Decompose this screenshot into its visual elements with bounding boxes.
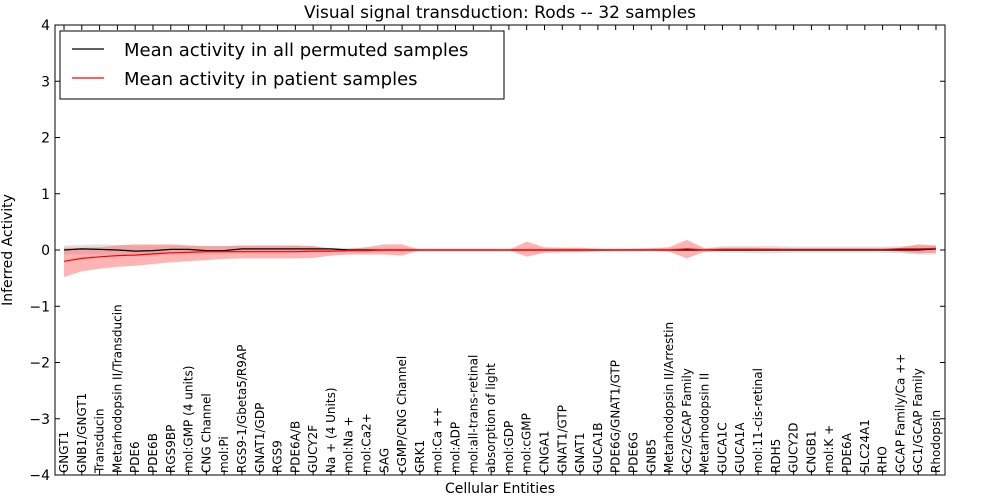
legend-box <box>59 30 505 100</box>
x-tick-label: mol:GMP (4 units) <box>182 366 196 473</box>
x-tick-label: mol:cGMP <box>520 413 534 473</box>
x-tick-label: mol:Pi <box>217 436 231 473</box>
y-tick-label: −2 <box>29 356 50 372</box>
x-tick-label: Rhodopsin <box>929 410 943 473</box>
x-tick-label: mol:ADP <box>449 422 463 473</box>
x-tick-label: PDE6G/GNAT1/GTP <box>609 360 623 473</box>
x-tick-label: mol:Ca ++ <box>431 407 445 473</box>
x-tick-label: SAG <box>377 448 391 473</box>
x-tick-label: RGS9 <box>271 440 285 473</box>
x-tick-label: GNAT1/GDP <box>253 403 267 473</box>
x-tick-label: GRK1 <box>413 440 427 473</box>
x-tick-label: mol:Na + <box>342 416 356 473</box>
legend-label-permuted: Mean activity in all permuted samples <box>124 40 468 61</box>
x-tick-label: absorption of light <box>484 363 498 473</box>
x-tick-label: GNGT1 <box>57 431 71 473</box>
x-tick-label: PDE6A/B <box>288 421 302 473</box>
x-tick-label: Metarhodopsin II <box>698 373 712 473</box>
legend-label-patient: Mean activity in patient samples <box>124 69 418 90</box>
y-tick-label: 2 <box>41 131 50 147</box>
x-tick-label: GNAT1/GTP <box>555 405 569 473</box>
y-tick-label: 1 <box>41 187 50 203</box>
x-tick-label: Na + (4 Units) <box>324 387 338 473</box>
x-tick-label: mol:GDP <box>502 421 516 473</box>
x-axis-label: Cellular Entities <box>445 481 555 497</box>
chart-title: Visual signal transduction: Rods -- 32 s… <box>304 3 696 23</box>
x-tick-label: GNAT1 <box>573 432 587 473</box>
x-tick-label: PDE6 <box>128 441 142 473</box>
x-tick-label: CNGA1 <box>538 431 552 474</box>
x-tick-label: GNB5 <box>644 439 658 473</box>
x-tick-label: mol:all-trans-retinal <box>466 355 480 473</box>
x-tick-label: Metarhodopsin II/Transducin <box>110 304 124 473</box>
x-tick-label: cGMP/CNG Channel <box>395 356 409 473</box>
y-axis-label: Inferred Activity <box>0 194 16 306</box>
y-axis: −4 −3 −2 −1 0 1 2 3 4 <box>29 18 945 484</box>
x-tick-label: RDH5 <box>769 439 783 473</box>
x-tick-label: PDE6B <box>146 433 160 473</box>
x-tick-label: mol:11-cis-retinal <box>751 368 765 473</box>
x-tick-label: mol:Ca2+ <box>360 413 374 473</box>
series-lines <box>63 247 937 262</box>
x-tick-label: RGS9BP <box>164 425 178 473</box>
y-tick-label: −1 <box>29 299 50 315</box>
x-tick-label: SLC24A1 <box>858 419 872 473</box>
x-tick-label: GUCY2D <box>787 423 801 473</box>
series-line-1 <box>63 247 937 262</box>
x-tick-label: PDE6A <box>840 432 854 473</box>
y-tick-label: −4 <box>29 468 50 484</box>
x-tick-label: GUCA1A <box>733 422 747 473</box>
legend: Mean activity in all permuted samples Me… <box>59 30 505 100</box>
y-tick-label: 0 <box>41 243 50 259</box>
x-tick-label: GUCY2F <box>306 425 320 473</box>
x-tick-label: GCAP Family/Ca ++ <box>893 354 907 473</box>
x-tick-label: Metarhodopsin II/Arrestin <box>662 322 676 473</box>
x-tick-label: GC1/GCAP Family <box>911 368 925 473</box>
x-tick-label: GUCA1B <box>591 422 605 473</box>
confidence-bands <box>64 239 936 277</box>
x-tick-label: CNGB1 <box>804 430 818 473</box>
x-tick-label: GUCA1C <box>715 422 729 473</box>
x-tick-label: Transducin <box>93 409 107 474</box>
y-tick-label: 3 <box>41 74 50 90</box>
series-band-1 <box>64 239 936 277</box>
y-tick-label: 4 <box>41 18 50 34</box>
x-tick-label: GNB1/GNGT1 <box>75 393 89 473</box>
x-tick-label: GC2/GCAP Family <box>680 368 694 473</box>
x-tick-label: RHO <box>876 446 890 473</box>
x-tick-label: PDE6G <box>627 432 641 473</box>
x-tick-label: mol:K + <box>822 425 836 473</box>
x-tick-label: RGS9-1/Gbeta5/R9AP <box>235 345 249 473</box>
x-tick-label: CNG Channel <box>199 393 213 473</box>
y-tick-label: −3 <box>29 412 50 428</box>
